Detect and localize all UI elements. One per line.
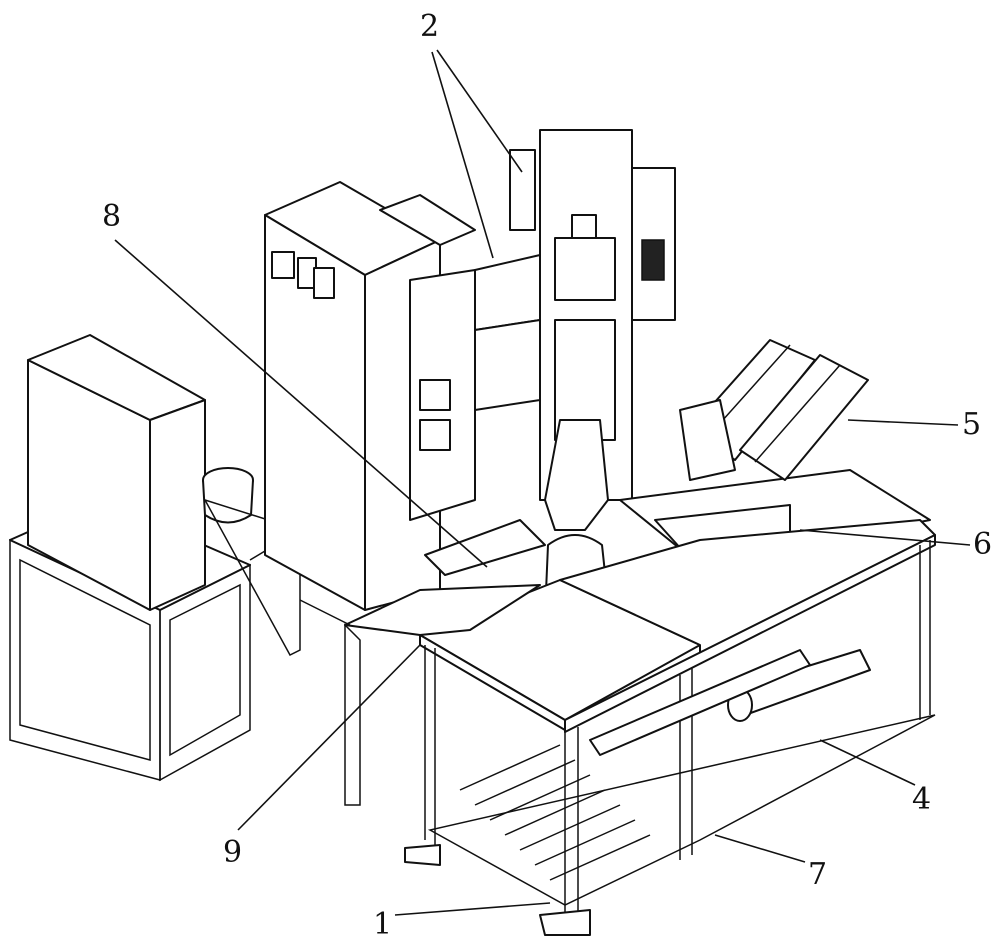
label-4: 4: [912, 782, 932, 817]
leader-5: [847, 419, 959, 426]
label-1: 1: [373, 907, 393, 942]
leader-9: [237, 644, 421, 831]
label-5: 5: [962, 407, 982, 442]
label-6: 6: [973, 527, 993, 562]
leader-8: [114, 239, 488, 568]
label-8: 8: [102, 199, 122, 234]
leader-2b: [431, 51, 494, 259]
label-7: 7: [808, 857, 828, 892]
leader-1: [394, 902, 551, 916]
press-units: [409, 129, 676, 521]
leader-2a: [436, 49, 523, 173]
leader-4: [819, 739, 916, 786]
label-9: 9: [223, 835, 243, 870]
label-2: 2: [420, 9, 440, 44]
leader-7: [714, 834, 806, 863]
left-cabinet: [9, 334, 301, 782]
leader-lines: [114, 49, 971, 916]
work-tables: [299, 519, 936, 936]
leader-6: [799, 529, 971, 546]
